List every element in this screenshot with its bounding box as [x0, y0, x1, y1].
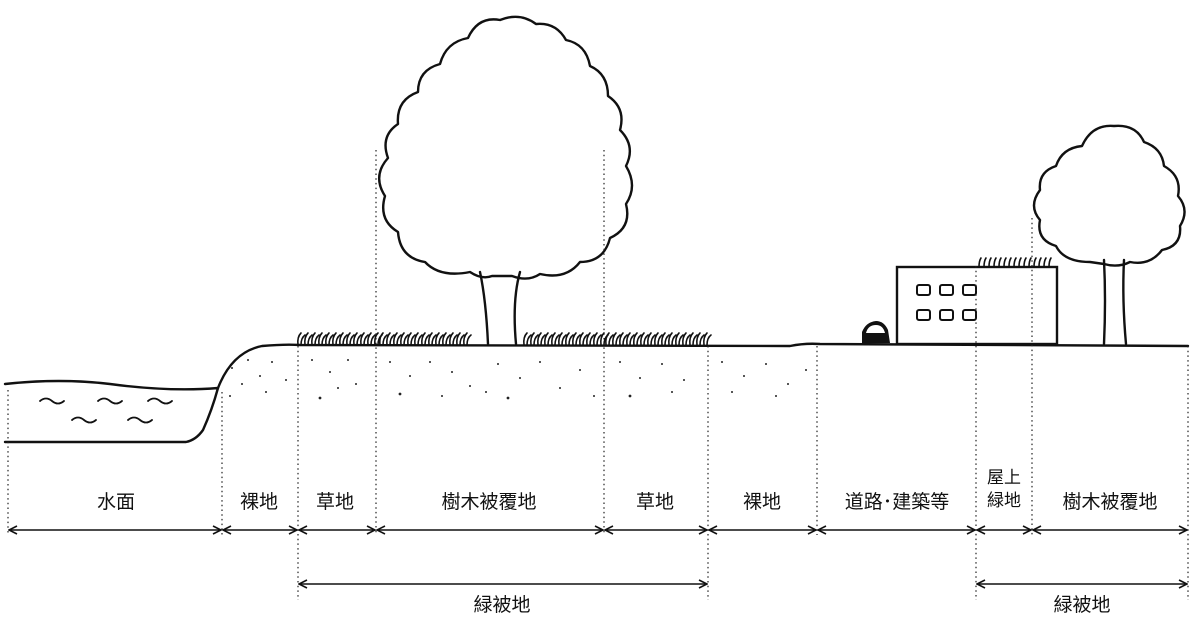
grass-blade: [558, 332, 567, 346]
grass-blade: [297, 332, 306, 346]
zone-label-rooftop-green-2: 緑地: [987, 491, 1021, 511]
grass-blade: [689, 332, 698, 346]
roof-grass-blade: [1013, 257, 1017, 268]
grass-blade: [407, 332, 416, 346]
grass-blade: [414, 332, 423, 346]
grass-blade: [537, 332, 546, 346]
grass-blade: [551, 332, 560, 346]
grass-blade: [346, 332, 355, 346]
grass-blade: [449, 332, 458, 346]
roof-grass-blade: [988, 257, 992, 268]
zone-guides: [7, 150, 1189, 600]
grass-blade: [311, 332, 320, 346]
zone-label-road-building: 道路･建築等: [841, 491, 953, 513]
grass-blade: [572, 332, 581, 346]
grass-blade: [339, 332, 348, 346]
roof-grass-blade: [1008, 257, 1012, 268]
grass-blade: [360, 332, 369, 346]
green-area-label-right: 緑被地: [1050, 594, 1114, 616]
small-tree: [1032, 124, 1186, 346]
grass-blade: [605, 332, 614, 346]
roof-grass-blade: [1003, 257, 1007, 268]
roof-grass-blade: [1018, 257, 1022, 268]
grass-blade: [675, 332, 684, 346]
soil-texture: [229, 359, 807, 400]
grass-blade: [668, 332, 677, 346]
grass-blade: [456, 332, 465, 346]
grass-blade: [386, 332, 395, 346]
grass-blade: [463, 332, 472, 346]
grass-blade: [442, 332, 451, 346]
grass-blade: [379, 332, 388, 346]
roof-grass-blade: [1043, 257, 1047, 268]
grass-blade: [565, 332, 574, 346]
grass-blade: [530, 332, 539, 346]
water-body: [3, 379, 220, 444]
green-area-label-left: 緑被地: [470, 594, 534, 616]
zone-label-bare-left: 裸地: [236, 491, 282, 513]
grass-blade: [682, 332, 691, 346]
zone-label-rooftop-green-1: 屋上: [987, 468, 1021, 488]
zone-arrows: [9, 530, 1187, 584]
roof-grass-blade: [1028, 257, 1032, 268]
grass-blade: [633, 332, 642, 346]
grass-blade: [640, 332, 649, 346]
roof-grass-blade: [1023, 257, 1027, 268]
zone-label-grass-right: 草地: [632, 491, 678, 513]
roof-grass-blade: [1033, 257, 1037, 268]
grass-blade: [523, 332, 532, 346]
zone-label-tree-cover-center: 樹木被覆地: [438, 491, 540, 513]
grass-blade: [325, 332, 334, 346]
zone-label-tree-cover-right: 樹木被覆地: [1059, 491, 1161, 513]
roof-grass-blade: [998, 257, 1002, 268]
grass-blade: [393, 332, 402, 346]
car: [862, 321, 890, 343]
ground-line: [216, 342, 1190, 390]
zone-label-bare-right: 裸地: [739, 491, 785, 513]
grass-blade: [586, 332, 595, 346]
roof-grass-blade: [993, 257, 997, 268]
roof-grass-blade: [1048, 257, 1052, 268]
grass-blade: [318, 332, 327, 346]
grass-blade: [579, 332, 588, 346]
grass-blade: [654, 332, 663, 346]
zone-label-water: 水面: [93, 491, 139, 513]
grass-blade: [304, 332, 313, 346]
grass-blade: [612, 332, 621, 346]
grass-blade: [619, 332, 628, 346]
roof-grass-blade: [1038, 257, 1042, 268]
grass-blade: [428, 332, 437, 346]
grass-blade: [626, 332, 635, 346]
grass-blade: [661, 332, 670, 346]
large-tree: [378, 15, 634, 346]
grass-blade: [332, 332, 341, 346]
roof-grass-blade: [978, 257, 982, 268]
grass-blade: [593, 332, 602, 346]
water-ripples: [39, 397, 173, 424]
building: [895, 257, 1059, 346]
grass-blade: [367, 332, 376, 346]
roof-grass-blade: [983, 257, 987, 268]
grass-blade: [647, 332, 656, 346]
grass-blade: [703, 332, 712, 346]
grass-tufts: [297, 332, 712, 346]
grass-blade: [353, 332, 362, 346]
zone-label-grass-left: 草地: [312, 491, 358, 513]
grass-blade: [544, 332, 553, 346]
grass-blade: [400, 332, 409, 346]
grass-blade: [696, 332, 705, 346]
grass-blade: [421, 332, 430, 346]
grass-blade: [435, 332, 444, 346]
